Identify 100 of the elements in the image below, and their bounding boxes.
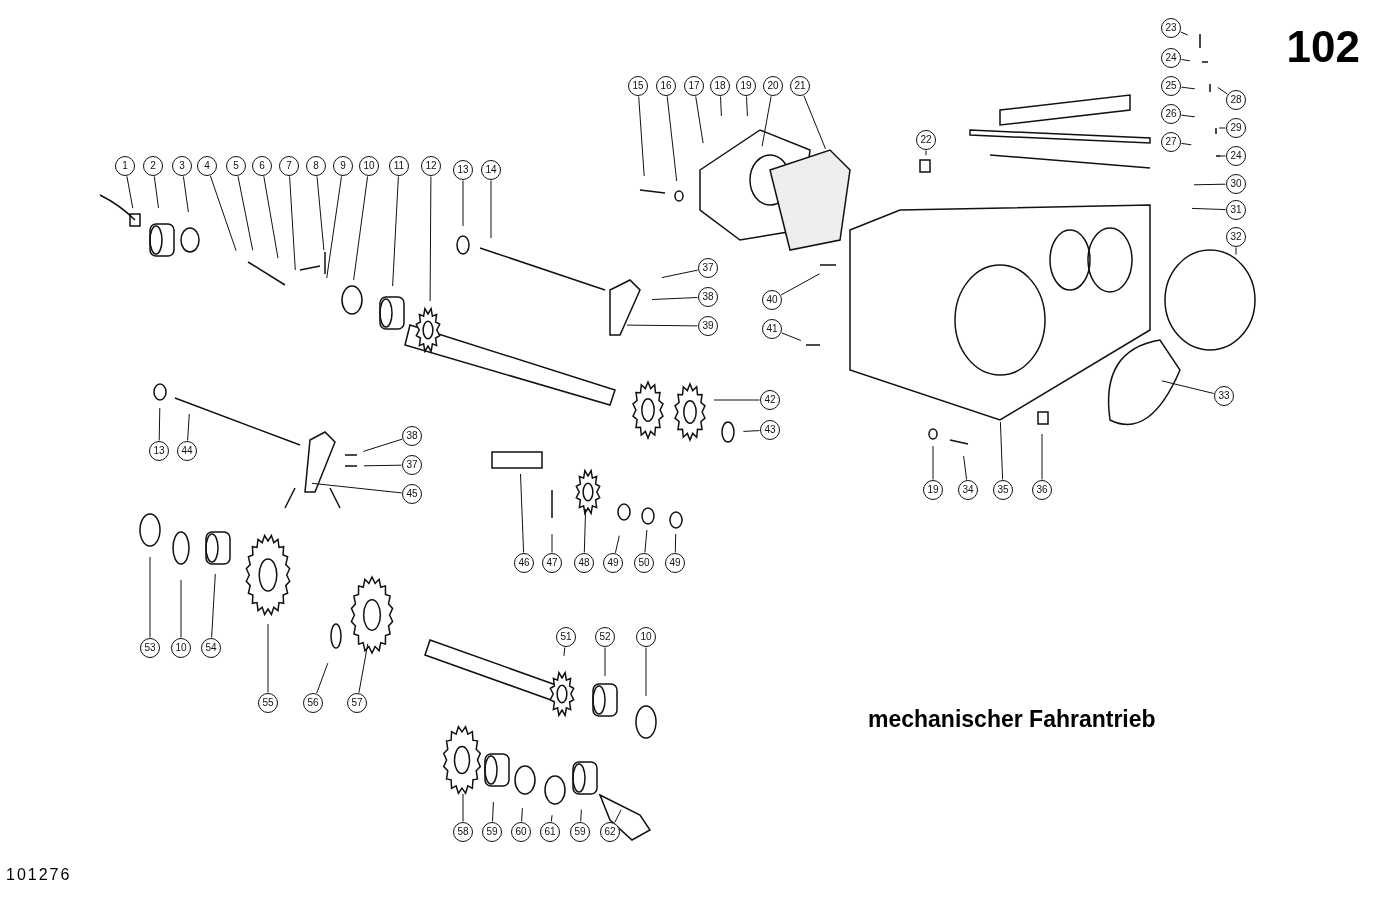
leader-line (520, 473, 525, 553)
callout-number: 8 (306, 156, 326, 176)
callout-number: 40 (762, 290, 782, 310)
callout-number: 44 (177, 441, 197, 461)
callout-number: 36 (1032, 480, 1052, 500)
leader-line (237, 175, 254, 251)
leader-line (1218, 127, 1226, 129)
leader-line (551, 533, 553, 553)
callout-number: 4 (197, 156, 217, 176)
leader-line (661, 269, 699, 279)
callout-number: 38 (402, 426, 422, 446)
callout-number: 56 (303, 693, 323, 713)
callout-number: 58 (453, 822, 473, 842)
callout-number: 57 (347, 693, 367, 713)
callout-number: 28 (1226, 90, 1246, 110)
callout-number: 26 (1161, 104, 1181, 124)
callout-number: 24 (1161, 48, 1181, 68)
callout-number: 48 (574, 553, 594, 573)
callout-number: 24 (1226, 146, 1246, 166)
callout-number: 25 (1161, 76, 1181, 96)
leader-line (211, 573, 216, 638)
leader-line (153, 175, 159, 209)
leader-line (126, 175, 134, 209)
leader-line (149, 556, 151, 638)
leader-line (462, 793, 464, 822)
leader-line (353, 175, 369, 281)
callout-number: 49 (665, 553, 685, 573)
leader-line (999, 421, 1004, 480)
callout-number: 3 (172, 156, 192, 176)
callout-number: 37 (698, 258, 718, 278)
leader-line (666, 95, 678, 182)
leader-line (158, 407, 161, 441)
callout-number: 13 (149, 441, 169, 461)
leader-line (932, 445, 934, 480)
callout-number: 14 (481, 160, 501, 180)
callout-number: 23 (1161, 18, 1181, 38)
callout-number: 6 (252, 156, 272, 176)
leader-line (521, 807, 523, 822)
callout-number: 29 (1226, 118, 1246, 138)
leader-line (1180, 31, 1189, 36)
leader-line (580, 809, 582, 822)
leader-line (187, 413, 190, 441)
leader-line (289, 176, 296, 271)
leader-line (1217, 86, 1228, 95)
callout-number: 19 (923, 480, 943, 500)
leader-line (1180, 59, 1191, 62)
callout-number: 53 (140, 638, 160, 658)
callout-number: 22 (916, 130, 936, 150)
callout-number: 20 (763, 76, 783, 96)
leader-line (614, 809, 622, 824)
leader-line (1193, 183, 1226, 186)
callout-number: 9 (333, 156, 353, 176)
leader-line (746, 96, 748, 117)
callout-number: 59 (570, 822, 590, 842)
leader-line (1180, 142, 1192, 146)
leader-line (182, 175, 189, 213)
drawing-number: 101276 (6, 866, 72, 884)
callout-number: 52 (595, 627, 615, 647)
callout-number: 39 (698, 316, 718, 336)
leader-line (803, 95, 826, 150)
callout-number: 41 (762, 319, 782, 339)
leader-line (761, 95, 772, 147)
callout-number: 51 (556, 627, 576, 647)
leader-line (644, 529, 648, 553)
callout-number: 49 (603, 553, 623, 573)
leader-line (492, 801, 494, 822)
leader-line (781, 332, 802, 341)
callout-number: 10 (171, 638, 191, 658)
page-number: 102 (1286, 22, 1360, 72)
callout-number: 37 (402, 455, 422, 475)
callout-number: 2 (143, 156, 163, 176)
leader-line (363, 464, 402, 467)
leader-line (695, 95, 704, 144)
callout-number: 50 (634, 553, 654, 573)
callout-number: 60 (511, 822, 531, 842)
callout-number: 31 (1226, 200, 1246, 220)
leader-line (604, 647, 606, 677)
leader-line (326, 175, 342, 279)
leader-line (1161, 380, 1215, 394)
leader-line (209, 175, 237, 252)
callout-number: 21 (790, 76, 810, 96)
callout-number: 47 (542, 553, 562, 573)
leader-line (925, 150, 927, 156)
callout-number: 10 (636, 627, 656, 647)
callout-number: 13 (453, 160, 473, 180)
callout-number: 54 (201, 638, 221, 658)
callout-number: 43 (760, 420, 780, 440)
leader-line (638, 96, 645, 177)
callout-number: 10 (359, 156, 379, 176)
leader-line (1180, 114, 1196, 118)
callout-number: 55 (258, 693, 278, 713)
callout-number: 30 (1226, 174, 1246, 194)
leader-line (1218, 155, 1226, 157)
leader-line (720, 96, 722, 117)
leader-line (1235, 247, 1237, 255)
leader-line (651, 297, 698, 300)
leader-line (742, 430, 760, 432)
leader-line (263, 175, 279, 259)
callout-number: 7 (279, 156, 299, 176)
leader-line (490, 180, 492, 239)
